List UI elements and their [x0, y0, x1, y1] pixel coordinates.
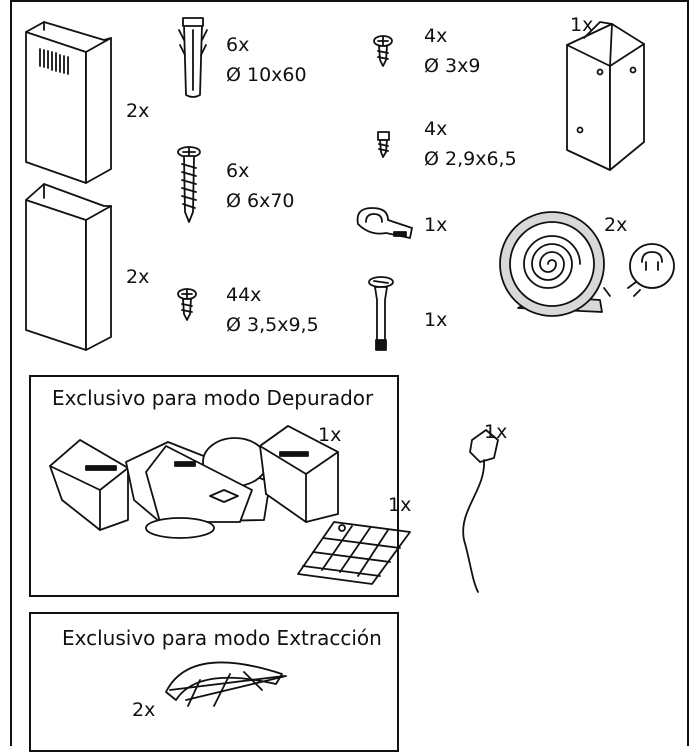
lower-chimney-drawing [25, 183, 112, 351]
pin-screw-drawing [368, 276, 394, 351]
upper-chimney-qty: 2x [126, 100, 150, 122]
bracket-qty: 1x [570, 14, 594, 36]
wall-plug-drawing [178, 17, 208, 98]
magnetic-roll-drawing [499, 211, 675, 317]
depurador-title: Exclusivo para modo Depurador [52, 386, 374, 410]
long-screw-size: Ø 6x70 [226, 190, 295, 212]
carbon-filter-drawing [297, 521, 411, 585]
parts-list-frame [10, 0, 689, 746]
pin-screw-qty: 1x [424, 309, 448, 331]
bracket-drawing [566, 21, 645, 171]
wall-plug-size: Ø 10x60 [226, 64, 307, 86]
depurador-section [29, 375, 399, 597]
cable-qty: 1x [484, 421, 508, 443]
small-screw-drawing [177, 288, 197, 321]
screw-29-drawing [377, 131, 390, 158]
small-screw-size: Ø 3,5x9,5 [226, 314, 319, 336]
carbon-adapter-drawing [49, 425, 339, 539]
valve-qty: 2x [132, 699, 156, 721]
lower-chimney-qty: 2x [126, 266, 150, 288]
screw-3x9-drawing [373, 35, 393, 67]
small-screw-qty: 44x [226, 284, 262, 306]
long-screw-drawing [177, 146, 201, 223]
wall-plug-qty: 6x [226, 34, 250, 56]
roll-qty: 2x [604, 214, 628, 236]
filter-qty: 1x [388, 494, 412, 516]
power-cable-drawing [462, 429, 499, 593]
screw-29-size: Ø 2,9x6,5 [424, 148, 517, 170]
cable-clip-qty: 1x [424, 214, 448, 236]
adapter-qty: 1x [318, 424, 342, 446]
screw-29-qty: 4x [424, 118, 448, 140]
cable-clip-drawing [356, 207, 413, 239]
screw-3x9-size: Ø 3x9 [424, 55, 481, 77]
extraccion-title: Exclusivo para modo Extracción [62, 626, 382, 650]
screw-3x9-qty: 4x [424, 25, 448, 47]
long-screw-qty: 6x [226, 160, 250, 182]
upper-chimney-drawing [25, 21, 112, 184]
backflow-valve-drawing [165, 661, 287, 707]
